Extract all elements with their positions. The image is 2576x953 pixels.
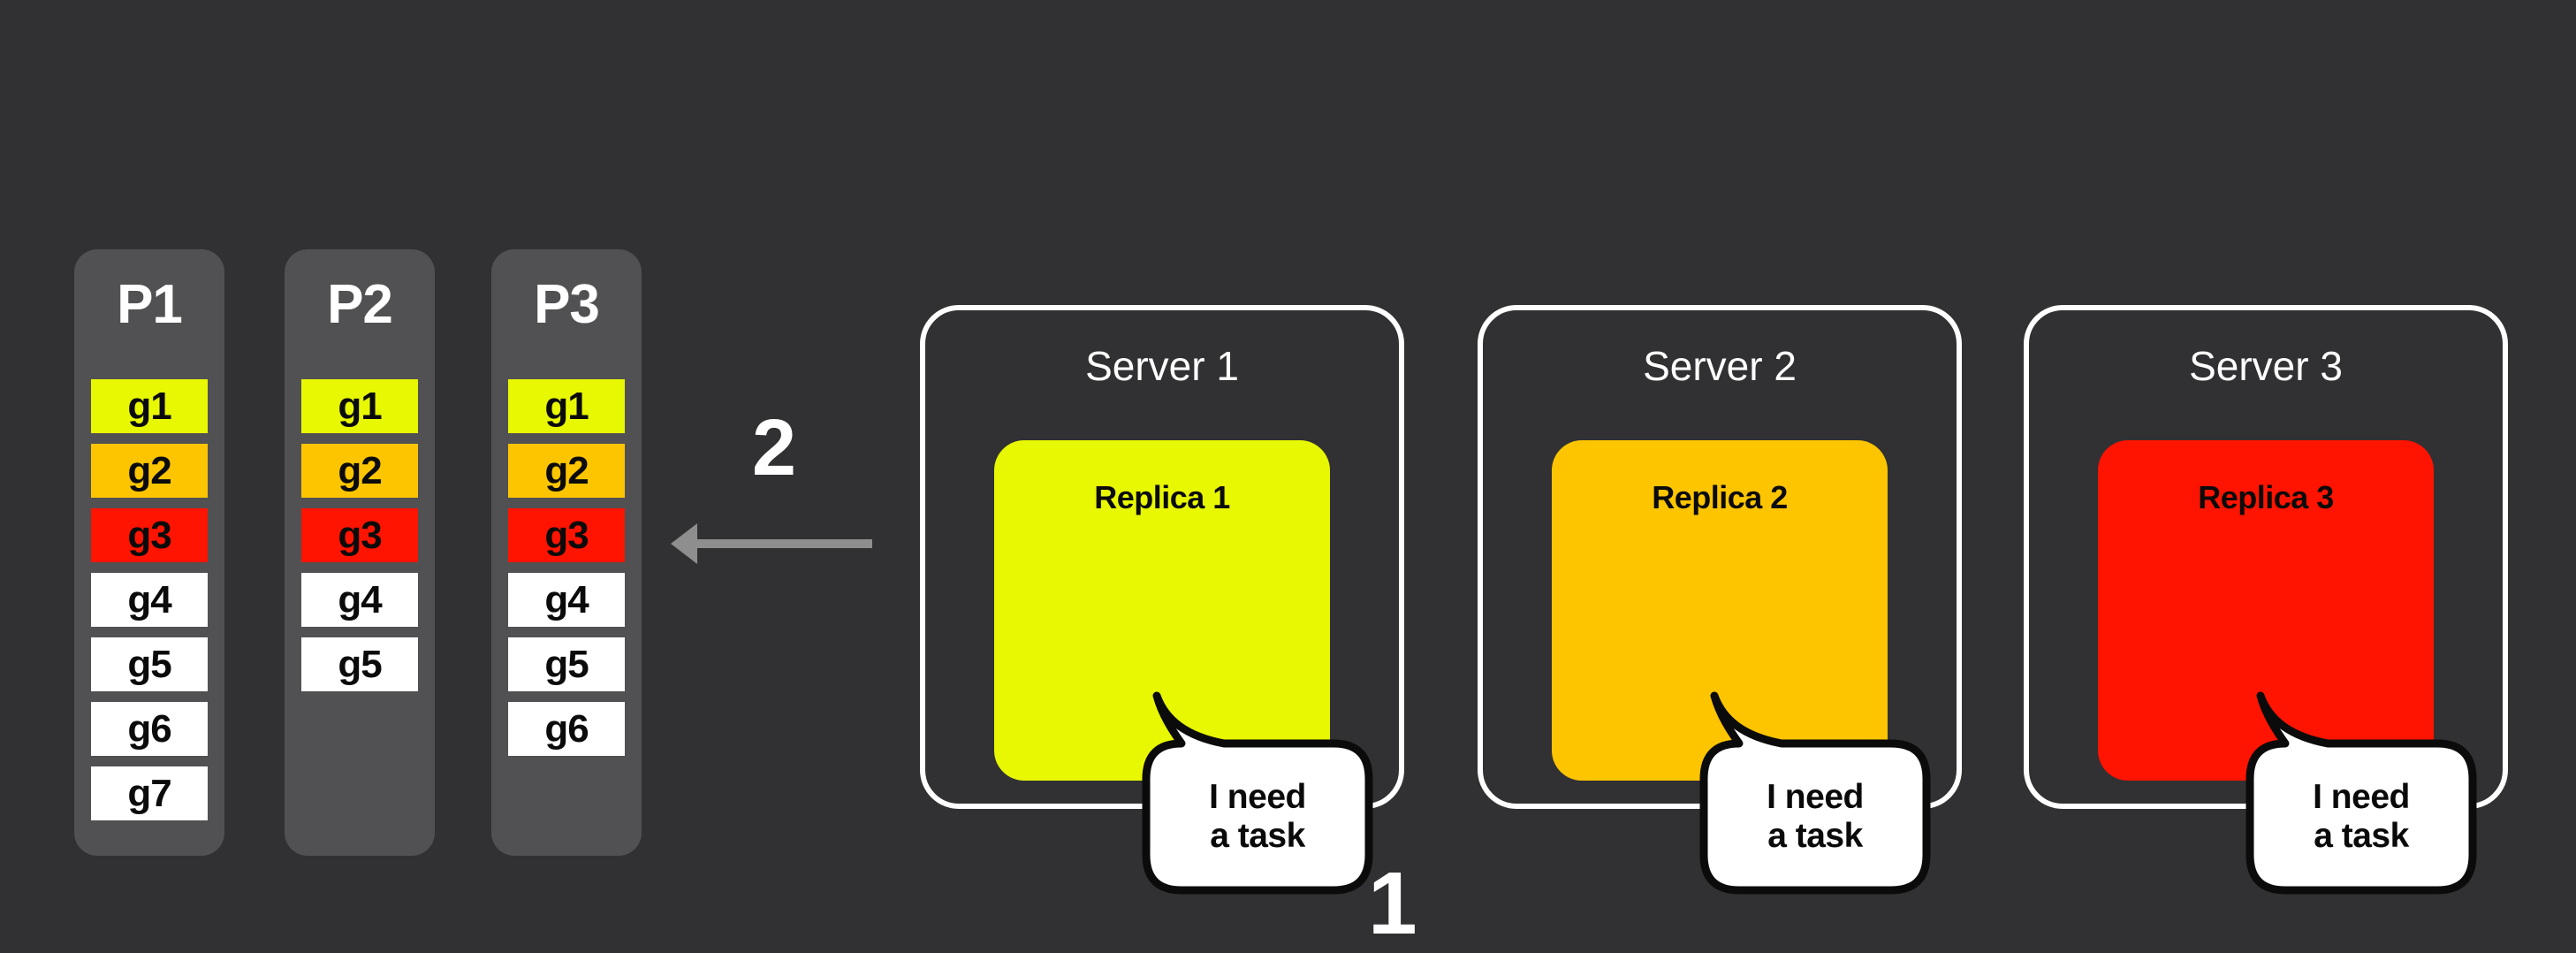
task-cell-g7: g7: [91, 766, 208, 820]
task-cell-g3: g3: [301, 508, 418, 562]
task-cell-g4: g4: [508, 573, 625, 627]
replica-label: Replica 3: [2198, 479, 2334, 515]
task-cell-g6: g6: [508, 702, 625, 756]
task-cell-g3: g3: [508, 508, 625, 562]
task-cell-g5: g5: [508, 637, 625, 691]
bubble-line-1: I need: [1209, 777, 1306, 816]
bubble-line-1: I need: [2313, 777, 2410, 816]
bubble-line-2: a task: [1767, 816, 1863, 855]
task-cell-g2: g2: [508, 444, 625, 498]
task-cell-list: g1 g2 g3 g4 g5 g6: [508, 379, 625, 756]
partition-column-p3: P3 g1 g2 g3 g4 g5 g6: [491, 249, 642, 856]
server-title: Server 3: [2189, 343, 2343, 389]
bubble-line-1: I need: [1767, 777, 1864, 816]
task-cell-g4: g4: [301, 573, 418, 627]
task-cell-g5: g5: [301, 637, 418, 691]
replica-box-3: Replica 3: [2098, 440, 2434, 781]
speech-bubble-icon: [1142, 691, 1373, 895]
partition-title: P2: [327, 273, 393, 335]
task-cell-list: g1 g2 g3 g4 g5 g6 g7: [91, 379, 208, 820]
partition-title: P3: [534, 273, 600, 335]
task-cell-g4: g4: [91, 573, 208, 627]
task-cell-g2: g2: [91, 444, 208, 498]
task-cell-g2: g2: [301, 444, 418, 498]
bubble-line-2: a task: [2314, 816, 2409, 855]
task-cell-g3: g3: [91, 508, 208, 562]
bubble-line-2: a task: [1210, 816, 1305, 855]
speech-bubble-icon: [2245, 691, 2477, 895]
replica-label: Replica 1: [1094, 479, 1230, 515]
server-title: Server 2: [1643, 343, 1797, 389]
partition-column-p1: P1 g1 g2 g3 g4 g5 g6 g7: [74, 249, 224, 856]
replica-box-1: Replica 1: [994, 440, 1330, 781]
task-cell-g1: g1: [508, 379, 625, 433]
partition-title: P1: [117, 273, 183, 335]
task-cell-g6: g6: [91, 702, 208, 756]
task-cell-g1: g1: [91, 379, 208, 433]
step-1-label: 1: [1368, 854, 1417, 953]
server-title: Server 1: [1085, 343, 1239, 389]
speech-bubble-icon: [1699, 691, 1931, 895]
step-2-label: 2: [751, 404, 797, 492]
task-cell-g5: g5: [91, 637, 208, 691]
replica-label: Replica 2: [1652, 479, 1788, 515]
task-cell-g1: g1: [301, 379, 418, 433]
partition-column-p2: P2 g1 g2 g3 g4 g5: [285, 249, 435, 856]
task-cell-list: g1 g2 g3 g4 g5: [301, 379, 418, 691]
left-arrow-icon: [671, 523, 872, 564]
replica-box-2: Replica 2: [1552, 440, 1888, 781]
